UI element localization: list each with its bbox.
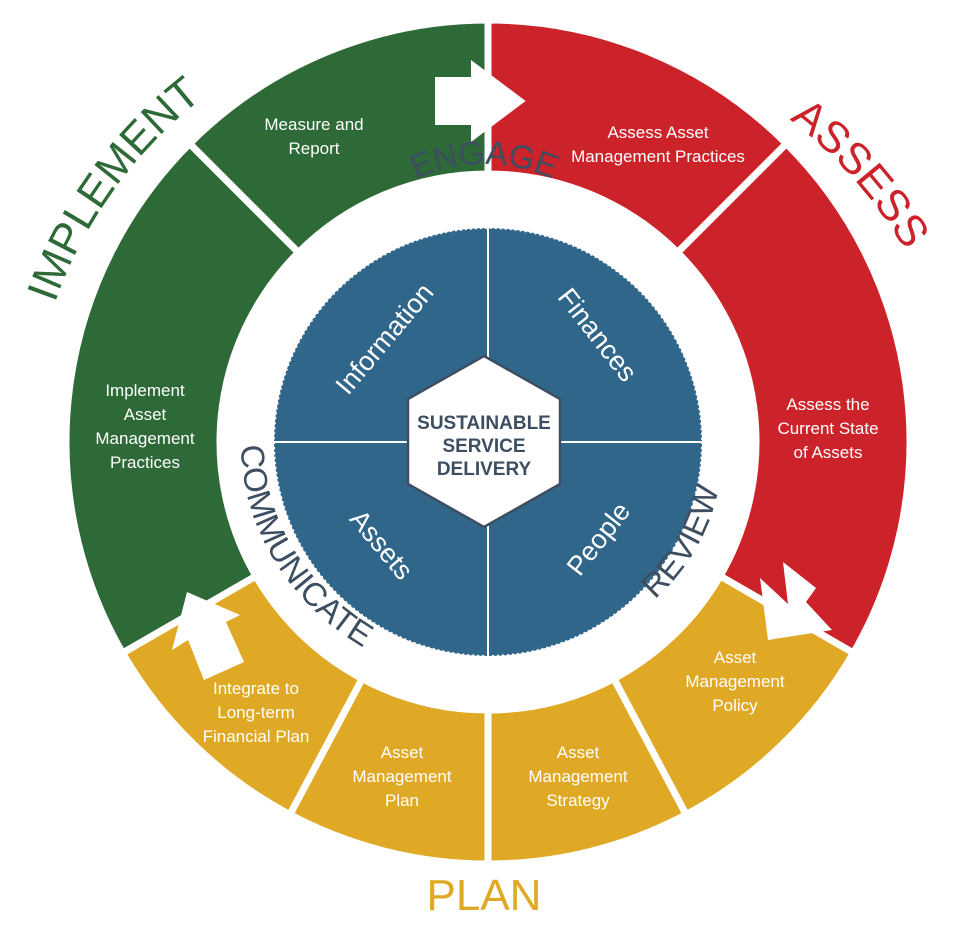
segment-label-line: Asset	[714, 648, 757, 667]
assess-to-review-arrow	[760, 562, 832, 640]
segment-label-line: Financial Plan	[203, 727, 310, 746]
center-hexagon: SUSTAINABLE SERVICE DELIVERY	[406, 354, 562, 529]
segment-label-line: Measure and	[264, 115, 363, 134]
center-hexagon-shape	[406, 354, 562, 529]
segment-label-line: Assess Asset	[607, 123, 708, 142]
segment-label-line: Management	[95, 429, 195, 448]
segment-label-line: Management Practices	[571, 147, 745, 166]
segment-label-line: of Assets	[794, 443, 863, 462]
segment-label-line: Plan	[385, 791, 419, 810]
plan-phase-title: PLAN	[427, 871, 542, 920]
segment-label-line: Management	[685, 672, 785, 691]
segment-label-line: Asset	[381, 743, 424, 762]
segment-label-line: Asset	[557, 743, 600, 762]
segment-label-line: Management	[528, 767, 628, 786]
segment-label-line: Practices	[110, 453, 180, 472]
phase-arrows	[172, 60, 832, 680]
segment-label-line: Management	[352, 767, 452, 786]
segment-label-line: Integrate to	[213, 679, 299, 698]
plan-to-implement-arrow	[172, 592, 244, 680]
segment-label-line: Strategy	[546, 791, 610, 810]
segment-label-line: Report	[288, 139, 339, 158]
center-line-2: SERVICE	[442, 436, 525, 457]
segment-label-line: Current State	[777, 419, 878, 438]
segment-label-line: Long-term	[217, 703, 294, 722]
implement-to-assess-arrow	[435, 60, 526, 142]
segment-label-line: Assess the	[786, 395, 869, 414]
segment-label-line: Asset	[124, 405, 167, 424]
center-line-3: DELIVERY	[437, 459, 532, 480]
center-line-1: SUSTAINABLE	[417, 413, 551, 434]
segment-label-line: Policy	[712, 696, 758, 715]
segment-measure-report	[184, 16, 492, 258]
segment-label-line: Implement	[105, 381, 185, 400]
